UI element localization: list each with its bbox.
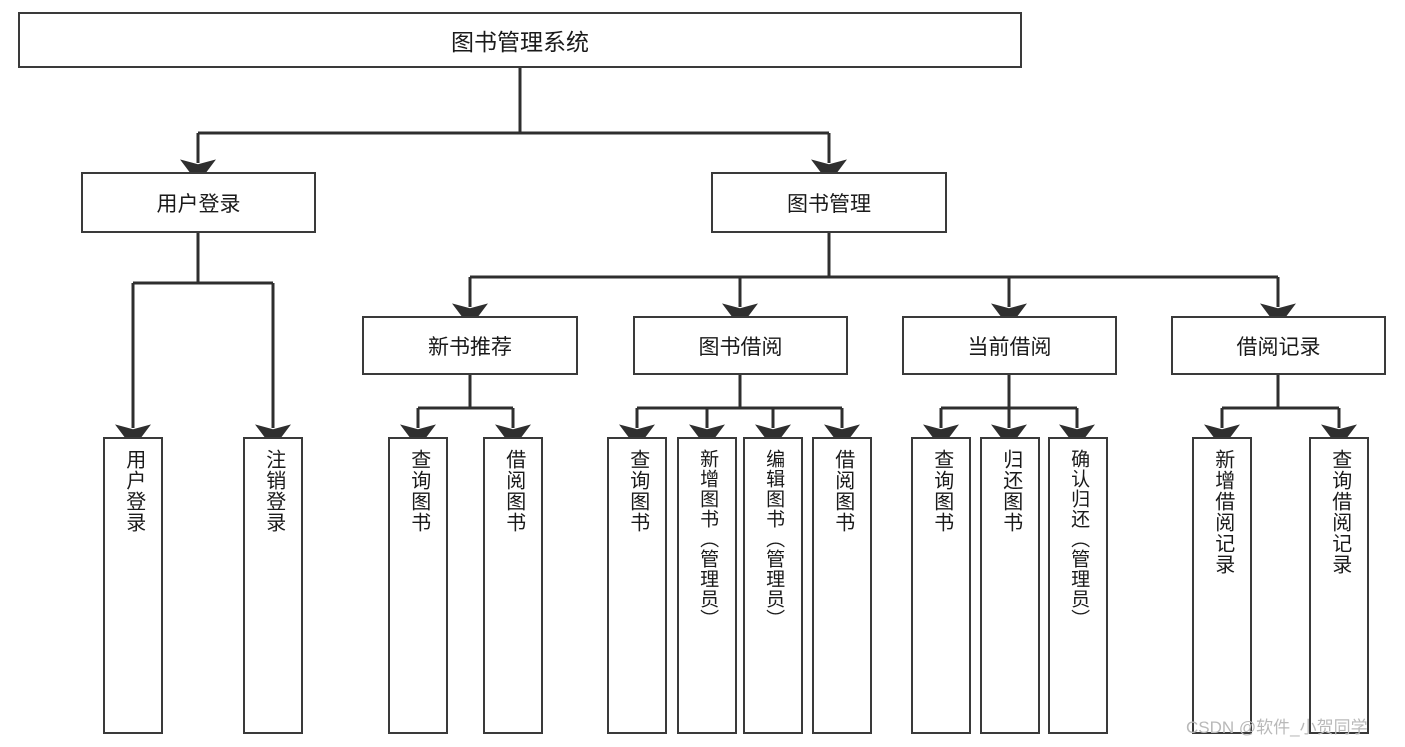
leaf-borrow-book[interactable]: 借阅图书 — [812, 437, 872, 734]
node-borrow-record[interactable]: 借阅记录 — [1171, 316, 1386, 375]
node-label: 用户登录 — [156, 192, 241, 216]
node-label: 借阅图书 — [502, 449, 525, 533]
leaf-query-borrow-record[interactable]: 查询借阅记录 — [1309, 437, 1369, 734]
node-label: 查询借阅记录 — [1328, 449, 1351, 575]
node-label: 图书管理系统 — [451, 29, 589, 55]
node-label: 确认归还（管理员） — [1068, 449, 1090, 629]
node-book-borrow[interactable]: 图书借阅 — [633, 316, 848, 375]
leaf-borrow-book-recommend[interactable]: 借阅图书 — [483, 437, 543, 734]
node-label: 图书借阅 — [698, 335, 783, 359]
csdn-watermark: CSDN @软件_小贺同学 — [1186, 718, 1368, 737]
node-label: 注销登录 — [262, 449, 285, 533]
node-label: 查询图书 — [407, 449, 430, 533]
node-label: 借阅图书 — [831, 449, 854, 533]
node-label: 查询图书 — [930, 449, 953, 533]
node-new-book-recommend[interactable]: 新书推荐 — [362, 316, 578, 375]
leaf-return-book[interactable]: 归还图书 — [980, 437, 1040, 734]
leaf-confirm-return[interactable]: 确认归还（管理员） — [1048, 437, 1108, 734]
node-label: 编辑图书（管理员） — [763, 449, 785, 629]
leaf-query-book-recommend[interactable]: 查询图书 — [388, 437, 448, 734]
leaf-add-borrow-record[interactable]: 新增借阅记录 — [1192, 437, 1252, 734]
node-label: 新增图书（管理员） — [697, 449, 719, 629]
node-root-system[interactable]: 图书管理系统 — [18, 12, 1022, 68]
node-label: 当前借阅 — [967, 335, 1052, 359]
leaf-add-book[interactable]: 新增图书（管理员） — [677, 437, 737, 734]
leaf-query-book-borrow[interactable]: 查询图书 — [607, 437, 667, 734]
node-label: 借阅记录 — [1236, 335, 1321, 359]
leaf-query-book-current[interactable]: 查询图书 — [911, 437, 971, 734]
node-label: 新书推荐 — [428, 335, 512, 359]
node-label: 新增借阅记录 — [1211, 449, 1234, 575]
node-label: 图书管理 — [787, 192, 871, 216]
node-label: 归还图书 — [999, 449, 1022, 533]
leaf-logout[interactable]: 注销登录 — [243, 437, 303, 734]
leaf-user-login[interactable]: 用户登录 — [103, 437, 163, 734]
node-user-login[interactable]: 用户登录 — [81, 172, 316, 233]
node-current-borrow[interactable]: 当前借阅 — [902, 316, 1117, 375]
node-label: 查询图书 — [626, 449, 649, 533]
leaf-edit-book[interactable]: 编辑图书（管理员） — [743, 437, 803, 734]
node-book-management[interactable]: 图书管理 — [711, 172, 947, 233]
node-label: 用户登录 — [122, 449, 145, 533]
